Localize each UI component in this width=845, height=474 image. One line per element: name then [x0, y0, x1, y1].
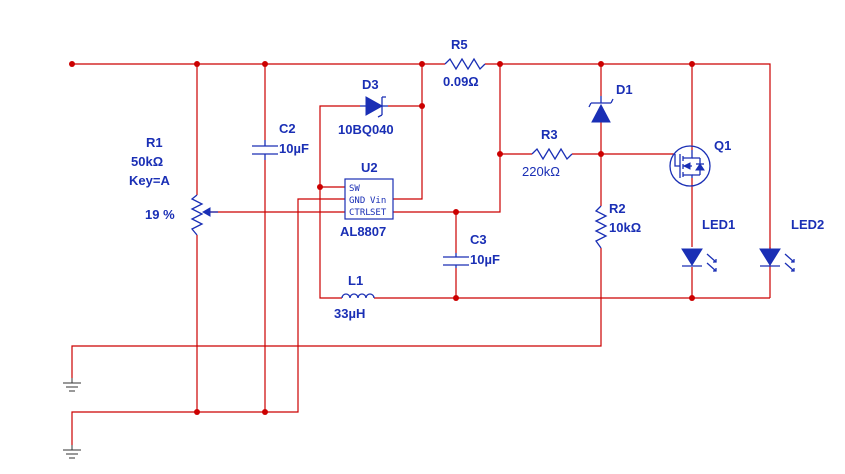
junction-dot: [497, 151, 503, 157]
junction-dot: [453, 295, 459, 301]
zener-d1: D1: [588, 82, 633, 123]
junction-dot: [453, 209, 459, 215]
junction-dot: [419, 61, 425, 67]
r1-ref: R1: [146, 135, 163, 150]
q1-ref: Q1: [714, 138, 731, 153]
junction-dot: [497, 61, 503, 67]
led-led2: LED2: [759, 217, 824, 272]
junction-dot: [69, 61, 75, 67]
r1-value: 50kΩ: [131, 154, 163, 169]
u2-pin-gnd: GND: [349, 196, 365, 206]
junctions: [69, 61, 695, 415]
junction-dot: [194, 61, 200, 67]
d1-ref: D1: [616, 82, 633, 97]
mosfet-q1: Q1: [669, 138, 731, 187]
led-led1: LED1: [681, 217, 735, 272]
r5-value: 0.09Ω: [443, 74, 479, 89]
u2-pin-set: SET: [370, 208, 387, 218]
capacitor-c2: C2 10µF: [252, 121, 309, 160]
ic-u2: SW GND Vin CTRL SET U2 AL8807: [340, 160, 394, 239]
r1-percent: 19 %: [145, 207, 175, 222]
capacitor-c3: C3 10µF: [443, 232, 500, 268]
led1-ref: LED1: [702, 217, 735, 232]
u2-pin-vin: Vin: [370, 196, 386, 206]
inductor-l1: L1 33µH: [334, 273, 375, 321]
junction-dot: [689, 295, 695, 301]
l1-value: 33µH: [334, 306, 365, 321]
u2-pin-ctrl: CTRL: [349, 208, 371, 218]
r2-value: 10kΩ: [609, 220, 641, 235]
u2-pin-sw: SW: [349, 184, 360, 194]
junction-dot: [317, 184, 323, 190]
c2-ref: C2: [279, 121, 296, 136]
wires: [71, 63, 771, 445]
d3-value: 10BQ040: [338, 122, 394, 137]
r2-ref: R2: [609, 201, 626, 216]
junction-dot: [598, 151, 604, 157]
u2-ref: U2: [361, 160, 378, 175]
diode-d3: D3 10BQ040: [338, 77, 394, 137]
c3-value: 10µF: [470, 252, 500, 267]
ground-upper: [63, 378, 81, 392]
resistor-r2: R2 10kΩ: [594, 201, 641, 249]
r5-ref: R5: [451, 37, 468, 52]
junction-dot: [689, 61, 695, 67]
c3-ref: C3: [470, 232, 487, 247]
led2-ref: LED2: [791, 217, 824, 232]
resistor-r5: R5 0.09Ω: [443, 37, 486, 89]
potentiometer-r1: R1 50kΩ Key=A 19 %: [129, 135, 218, 236]
ground-lower: [63, 445, 81, 459]
junction-dot: [262, 409, 268, 415]
r1-key: Key=A: [129, 173, 170, 188]
l1-ref: L1: [348, 273, 363, 288]
r3-ref: R3: [541, 127, 558, 142]
junction-dot: [598, 61, 604, 67]
junction-dot: [194, 409, 200, 415]
d3-ref: D3: [362, 77, 379, 92]
c2-value: 10µF: [279, 141, 309, 156]
u2-value: AL8807: [340, 224, 386, 239]
junction-dot: [419, 103, 425, 109]
resistor-r3: R3 220kΩ: [522, 127, 573, 179]
junction-dot: [262, 61, 268, 67]
r3-value: 220kΩ: [522, 164, 560, 179]
